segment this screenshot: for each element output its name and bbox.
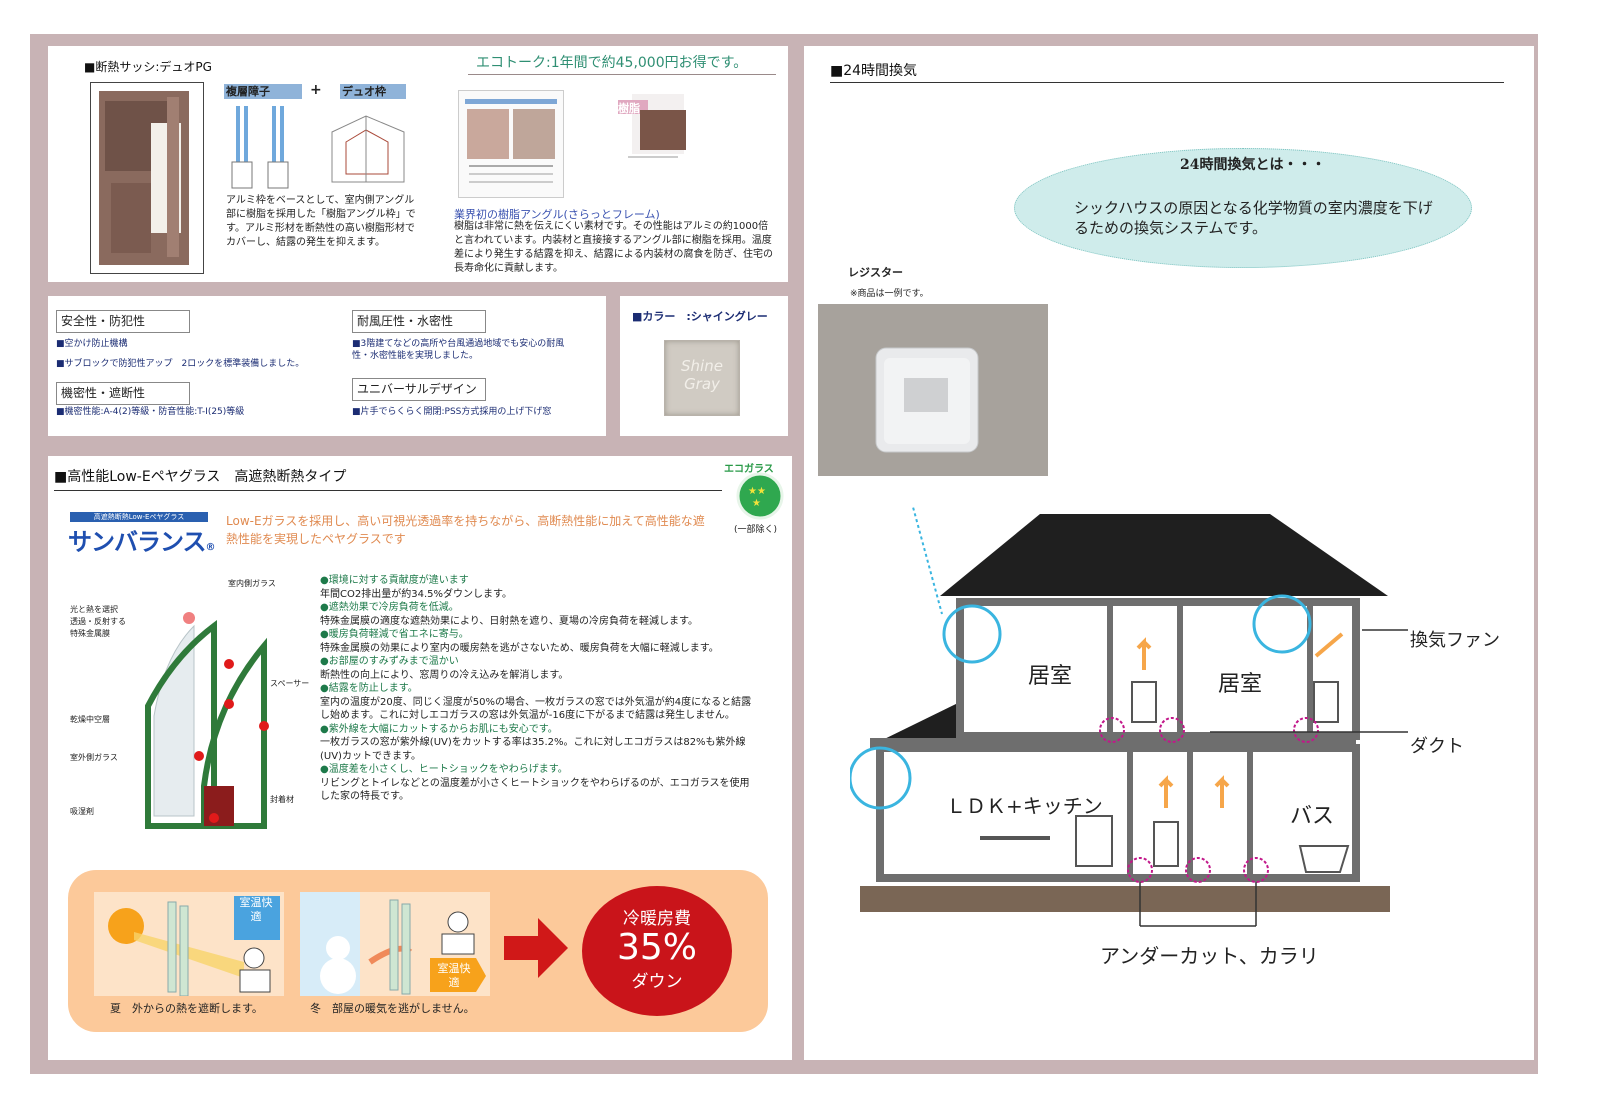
glass-title: ■高性能Low-Eペヤグラス 高遮熱断熱タイプ	[54, 469, 347, 485]
ecotalk-underline	[468, 74, 776, 75]
room-label-2: 居室	[1218, 672, 1263, 697]
summer-illustration	[94, 892, 284, 997]
house-ventilation-diagram	[848, 495, 1410, 936]
winter-badge: 室温快適	[437, 962, 471, 989]
ud-label: ユニバーサルデザイン	[352, 378, 486, 401]
brand-small: 高遮熱断熱Low-Eペヤグラス	[70, 512, 208, 522]
point-2-body: 特殊金属膜の効果により室内の暖房熱を逃がさないため、暖房負荷を大幅に軽減します。	[320, 642, 719, 654]
swatch-line2: Gray	[684, 375, 720, 393]
point-0-body: 年間CO2排出量が約34.5%ダウンします。	[320, 588, 512, 600]
resin-tag: 樹脂	[618, 102, 640, 115]
room-label-1: 居室	[1028, 664, 1073, 689]
safety-item-1: ■空かけ防止機構	[56, 339, 128, 349]
label-sealant: 封着材	[270, 795, 294, 804]
label-special-film: 光と熱を選択 透過・反射する 特殊金属膜	[70, 605, 126, 638]
circle-big: 35%	[616, 927, 697, 968]
resin-angle-photo	[458, 90, 564, 198]
eco-badge-text: エコガラス	[724, 464, 774, 475]
brand-reg: ®	[205, 542, 216, 553]
circle-line3: ダウン	[631, 972, 683, 992]
color-panel: ■カラー :シャイングレー Shine Gray	[620, 296, 788, 436]
features-panel: 安全性・防犯性 ■空かけ防止機構 ■サブロックで防犯性アップ 2ロックを標準装備…	[48, 296, 606, 436]
sash-panel: ■断熱サッシ:デュオPG エコトーク:1年間で約45,000円お得です。 複層障…	[48, 46, 788, 282]
point-5-body: 一枚ガラスの窓が紫外線(UV)をカットする率は35.2%。これに対しエコガラスは…	[320, 737, 746, 762]
glazing-section-diagram	[228, 104, 298, 190]
svg-text:★: ★	[752, 498, 761, 509]
brand-name-text: サンバランス	[68, 528, 207, 556]
tag-multi-layer: 複層障子	[224, 84, 302, 99]
label-outdoor-glass: 室外側ガラス	[70, 753, 118, 762]
fan-label: 換気ファン	[1410, 630, 1500, 651]
wind-label: 耐風圧性・水密性	[352, 310, 486, 333]
glass-title-underline	[54, 490, 722, 491]
safety-label: 安全性・防犯性	[56, 310, 190, 333]
sash-product-image	[90, 82, 204, 274]
point-6-body: リビングとトイレなどとの温度差が小さくヒートショックをやわらげるのが、エコガラス…	[320, 777, 750, 803]
winter-illustration	[300, 892, 490, 996]
point-4-body: 室内の温度が20度、同じく湿度が50%の場合、一枚ガラスの窓では外気温が約4度に…	[320, 696, 752, 722]
register-label: レジスター	[848, 266, 903, 279]
point-1-head: ●遮熱効果で冷房負荷を低減。	[320, 602, 459, 613]
ldk-label: ＬＤＫ+キッチン	[946, 794, 1103, 818]
ud-item-1: ■片手でらくらく開閉:PSS方式採用の上げ下げ窓	[352, 407, 552, 417]
glass-points-list: ●環境に対する貢献度が違います 年間CO2排出量が約34.5%ダウンします。 ●…	[320, 574, 758, 804]
bubble-title: 24時間換気とは・・・	[1180, 157, 1326, 173]
tag-duo-frame: デュオ枠	[340, 84, 406, 99]
register-note: ※商品は一例です。	[850, 289, 929, 299]
glass-intro: Low-Eガラスを採用し、高い可視光透過率を持ちながら、高断熱性能に加えて高性能…	[226, 514, 705, 546]
svg-text:★★: ★★	[748, 486, 766, 497]
safety-item-2: ■サブロックで防犯性アップ 2ロックを標準装備しました。	[56, 359, 305, 369]
resin-frame-photo	[618, 90, 688, 174]
summer-badge: 室温快適	[239, 896, 273, 923]
point-1-body: 特殊金属膜の適度な遮熱効果により、日射熱を遮り、夏場の冷房負荷を軽減します。	[320, 615, 698, 627]
register-photo	[818, 304, 1048, 476]
label-desiccant: 吸湿剤	[70, 807, 94, 816]
summer-caption: 夏 外からの熱を遮断します。	[110, 1002, 263, 1015]
ecotalk-banner: エコトーク:1年間で約45,000円お得です。	[476, 55, 748, 71]
wind-item-1: ■3階建てなどの高所や台風通過地域でも安心の耐風性・水密性能を実現しました。	[352, 339, 565, 361]
eco-note: (一部除く)	[734, 525, 778, 535]
ventilation-panel: ■24時間換気 24時間換気とは・・・ シックハウスの原因となる化学物質の室内濃…	[804, 46, 1534, 1060]
point-0-head: ●環境に対する貢献度が違います	[320, 575, 469, 586]
vent-title: ■24時間換気	[830, 63, 918, 79]
resin-angle-title: 業界初の樹脂アングル(さらっとフレーム)	[454, 208, 660, 221]
point-2-head: ●暖房負荷軽減で省エネに寄与。	[320, 629, 469, 640]
color-swatch: Shine Gray	[664, 340, 740, 416]
duct-label: ダクト	[1410, 736, 1464, 757]
pair-glass-diagram	[144, 586, 274, 836]
frame-section-diagram	[326, 112, 412, 192]
resin-angle-description: 樹脂は非常に熱を伝えにくい素材です。その性能はアルミの約1000倍と言われていま…	[454, 221, 773, 274]
label-spacer: スペーサー	[270, 679, 310, 688]
bubble-body: シックハウスの原因となる化学物質の室内濃度を下げるための換気システムです。	[1074, 199, 1433, 237]
label-dry-air: 乾燥中空層	[70, 715, 110, 724]
brand-name: サンバランス®	[68, 522, 216, 557]
airtight-label: 機密性・遮断性	[56, 382, 190, 405]
point-3-body: 断熱性の向上により、窓周りの冷え込みを解消します。	[320, 669, 569, 681]
definition-bubble	[1014, 148, 1472, 268]
circle-line1: 冷暖房費	[623, 909, 691, 929]
winter-caption: 冬 部屋の暖気を逃がしません。	[310, 1002, 475, 1015]
glass-panel: ■高性能Low-Eペヤグラス 高遮熱断熱タイプ ★★ ★ エコガラス (一部除く…	[48, 456, 792, 1060]
eco-glass-badge: ★★ ★	[730, 462, 790, 524]
airtight-item-1: ■機密性能:A-4(2)等級・防音性能:T-I(25)等級	[56, 407, 245, 417]
undercut-label: アンダーカット、カラリ	[1100, 944, 1319, 968]
point-6-head: ●温度差を小さくし、ヒートショックをやわらげます。	[320, 764, 568, 775]
vent-title-underline	[830, 82, 1504, 83]
swatch-line1: Shine	[681, 357, 723, 375]
plus-sign: +	[310, 82, 322, 98]
sash-description: アルミ枠をベースとして、室内側アングル部に樹脂を採用した「樹脂アングル枠」です。…	[226, 195, 416, 248]
bath-label: バス	[1290, 804, 1335, 829]
savings-circle: 冷暖房費 35% ダウン	[582, 886, 732, 1016]
right-arrow-icon	[504, 918, 568, 978]
point-3-head: ●お部屋のすみずみまで温かい	[320, 656, 459, 667]
color-title: ■カラー :シャイングレー	[632, 310, 768, 323]
sash-title: ■断熱サッシ:デュオPG	[84, 60, 212, 74]
point-4-head: ●結露を防止します。	[320, 683, 418, 694]
point-5-head: ●紫外線を大幅にカットするからお肌にも安心です。	[320, 723, 558, 735]
label-indoor-glass: 室内側ガラス	[228, 579, 276, 588]
